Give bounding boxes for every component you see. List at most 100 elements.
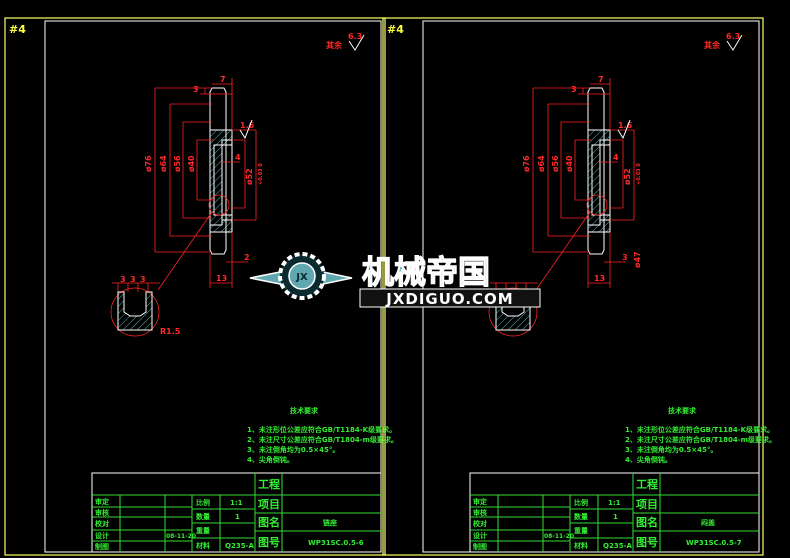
dim-d5: ø52 [245,168,254,185]
logo-badge: JX [295,272,308,283]
role-label: 校对 [473,519,487,528]
role-label: 审核 [473,508,487,517]
dim-d5: ø52 [623,168,632,185]
part-section [535,87,611,291]
name-label: 图名 [258,515,280,529]
role-label: 审定 [95,497,109,506]
scale-label: 比例 [574,498,588,507]
item-label: 项目 [636,498,658,511]
material-value: Q235-A [603,542,632,550]
hatched-section-upper [587,129,611,226]
sheet-label: #4 [387,23,404,36]
sheet-outer-frame [382,17,764,556]
dim-bottom-a: 2 [244,253,250,262]
detail-callout-circle [208,194,230,216]
number-label: 图号 [258,536,280,549]
role-label: 设计 [95,531,109,540]
detail-leader [157,211,213,291]
name-label: 图名 [636,515,658,529]
dim-d3: ø56 [173,155,182,172]
roughness-face: 1.6 [618,121,633,130]
tech-item: 1、未注形位公差应符合GB/T1184-K级要求。 [625,425,774,434]
roughness-symbol-icon [726,34,743,51]
project-label: 工程 [258,477,280,491]
role-label: 审核 [95,508,109,517]
project-label: 工程 [636,477,658,491]
roughness-note: 其余 [704,40,721,50]
role-label: 制图 [95,542,109,551]
dim-d2: ø64 [159,155,168,172]
material-label: 材料 [573,541,588,550]
watermark-logo: JX 机械帝国 JXDIGUO.COM [249,252,541,308]
bore [599,139,611,221]
dim-d1: ø76 [144,155,153,172]
drawing-number: WP31SC.0.5-6 [308,539,364,547]
dim-tolerance: +0.03 0 [636,163,642,185]
number-label: 图号 [636,536,658,549]
scale-value: 1:1 [230,499,243,507]
drawing-name: 链座 [322,518,337,527]
tech-title: 技术要求 [290,406,319,415]
sheet-outer-frame [4,17,386,556]
dim-chamfer: ø47 [633,251,642,268]
part-section [157,87,233,291]
detail-dim-a: 3 [120,275,126,284]
role-label: 审定 [473,497,487,506]
bore [221,139,233,221]
dimensions: 3 7 ø76 ø64 ø56 ø40 ø52 +0.03 0 4 1.6 3 … [522,75,642,288]
dim-top-a: 3 [193,85,199,94]
tech-item: 3、未注倒角均为0.5×45°。 [247,445,339,454]
qty-label: 数量 [574,512,588,521]
title-block: 审定 审核 校对 设计 制图 08-11-20 比例 1:1 数量 1 重量 材… [91,472,382,553]
dim-d3: ø56 [551,155,560,172]
drawing-number: WP31SC.0.5-7 [686,539,742,547]
drawing-name: 闷盖 [701,518,715,527]
logo-cn: 机械帝国 [362,253,490,291]
role-label: 校对 [95,519,109,528]
detail-radius: R1.5 [160,327,181,336]
dim-bottom-b: 13 [216,274,227,283]
dim-bottom-b: 13 [594,274,605,283]
hatched-section-upper [209,129,233,226]
scale-label: 比例 [196,498,210,507]
dim-tolerance: +0.03 0 [258,163,264,185]
tech-item: 1、未注形位公差应符合GB/T1184-K级要求。 [247,425,396,434]
date: 08-11-20 [166,533,196,540]
dim-top-a: 3 [571,85,577,94]
roughness-face-icon [239,119,253,140]
dim-bore: 4 [235,153,241,162]
dim-d4: ø40 [187,155,196,172]
qty-label: 数量 [196,512,210,521]
material-label: 材料 [195,541,210,550]
detail-callout-circle [586,194,608,216]
dim-d1: ø76 [522,155,531,172]
date: 08-11-20 [544,533,574,540]
tech-item: 4、尖角倒钝。 [625,455,672,464]
roughness-face: 1.6 [240,121,255,130]
dim-bore: 4 [613,153,619,162]
material-value: Q235-A [225,542,254,550]
detail-dim-b: 3 [130,275,136,284]
roughness-note: 其余 [326,40,343,50]
tech-item: 4、尖角倒钝。 [247,455,294,464]
roughness-symbol-icon [348,34,365,51]
tech-item: 3、未注倒角均为0.5×45°。 [625,445,717,454]
logo-en: JXDIGUO.COM [385,290,513,308]
technical-requirements: 技术要求 1、未注形位公差应符合GB/T1184-K级要求。 2、未注尺寸公差应… [247,406,398,464]
dim-d2: ø64 [537,155,546,172]
weight-label: 重量 [196,526,210,535]
detail-leader [535,211,591,291]
technical-requirements: 技术要求 1、未注形位公差应符合GB/T1184-K级要求。 2、未注尺寸公差应… [625,406,776,464]
roughness-face-icon [617,119,631,140]
sheet-border [44,20,382,553]
tech-item: 2、未注尺寸公差应符合GB/T1804-m级要求。 [625,435,776,444]
roughness-default: 6.3 [726,32,740,41]
item-label: 项目 [258,498,280,511]
drawing-sheet: #4 其余 6.3 3 7 ø76 ø64 ø56 ø40 ø52 +0 [382,17,776,556]
title-block: 审定 审核 校对 设计 制图 08-11-20 比例 1:1 数量 1 重量 材… [469,472,760,553]
dim-bottom-a: 3 [622,253,628,262]
sheet-label: #4 [9,23,26,36]
roughness-default: 6.3 [348,32,362,41]
role-label: 制图 [473,542,487,551]
